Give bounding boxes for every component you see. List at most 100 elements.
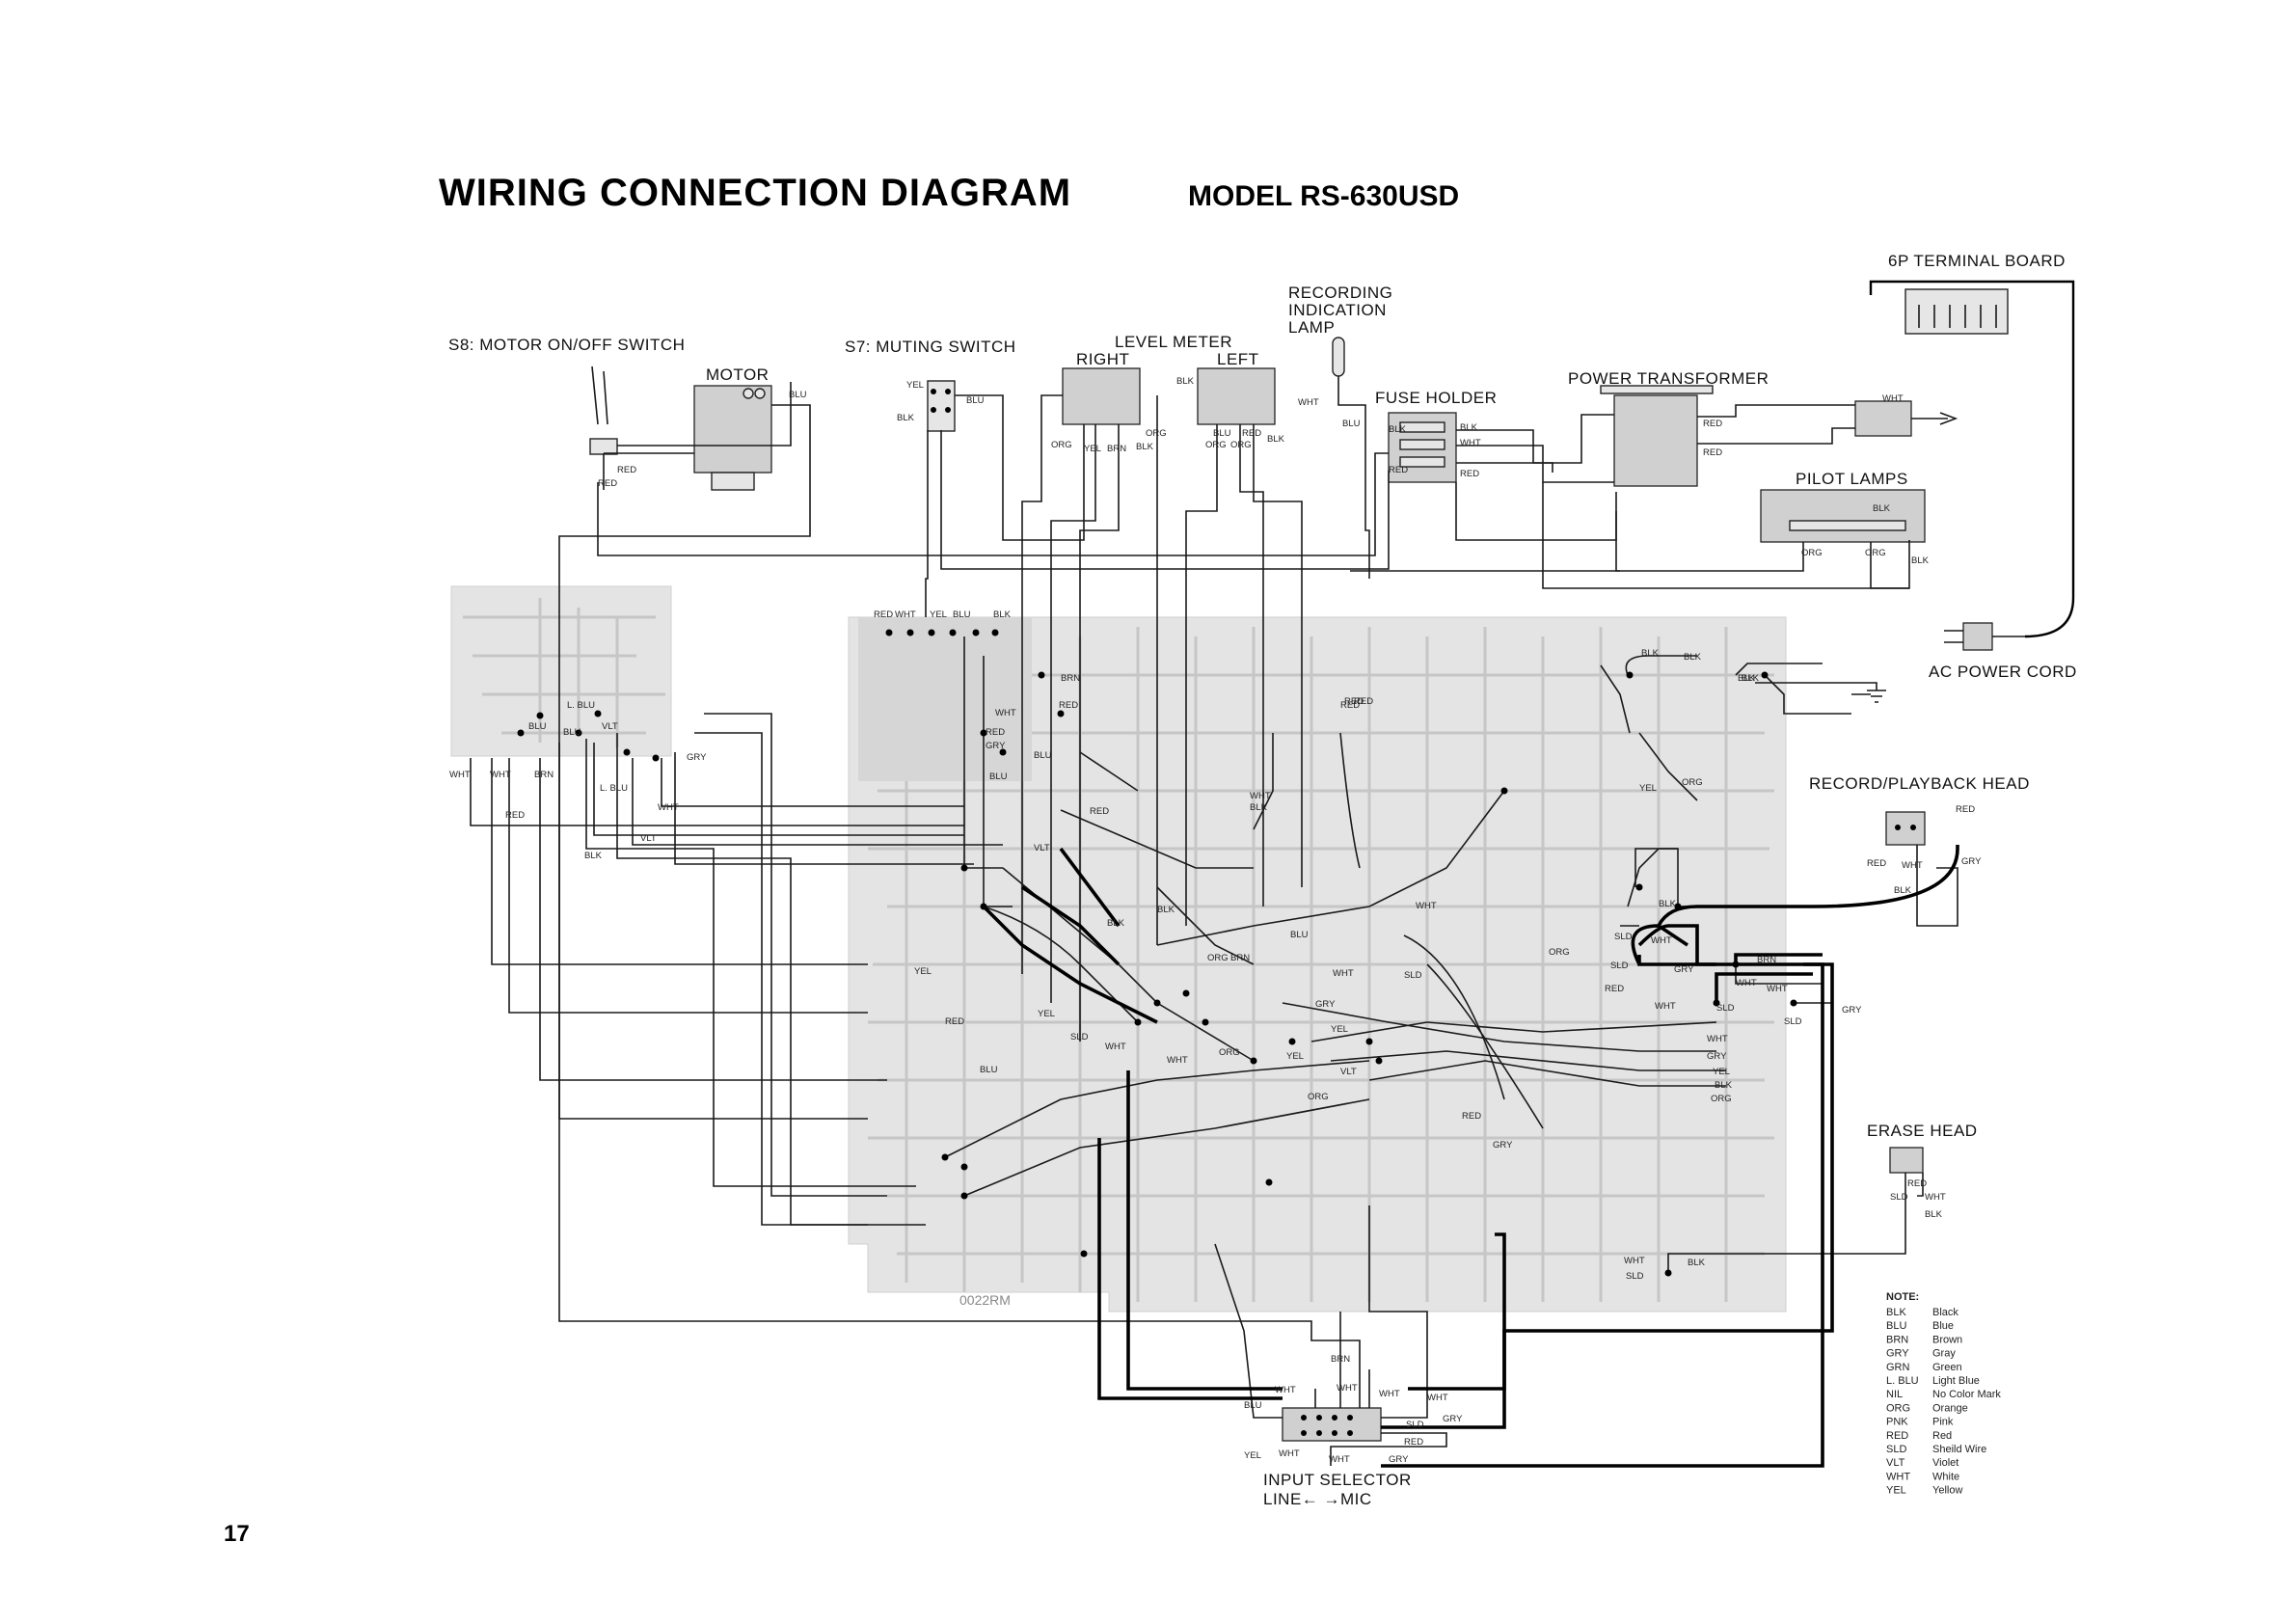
svg-text:BLU: BLU xyxy=(528,721,547,732)
svg-text:ERASE HEAD: ERASE HEAD xyxy=(1867,1122,1978,1140)
svg-text:BLK: BLK xyxy=(584,851,603,861)
svg-text:WHT: WHT xyxy=(490,770,511,780)
svg-text:BLK: BLK xyxy=(1659,899,1677,909)
svg-text:RED: RED xyxy=(1867,858,1886,869)
note-code: NIL xyxy=(1886,1389,1903,1400)
svg-text:ORG: ORG xyxy=(1146,428,1167,439)
svg-text:VLT: VLT xyxy=(602,721,618,732)
note-code: PNK xyxy=(1886,1417,1908,1428)
svg-text:BRN: BRN xyxy=(1331,1354,1350,1365)
svg-text:BLK: BLK xyxy=(1267,434,1285,445)
svg-text:YEL: YEL xyxy=(1639,783,1657,794)
note-code: GRN xyxy=(1886,1362,1910,1373)
pcb-mark: 0022RM xyxy=(959,1292,1011,1308)
svg-text:WHT: WHT xyxy=(1925,1192,1946,1203)
svg-text:BRN: BRN xyxy=(1107,444,1126,454)
svg-text:BLU: BLU xyxy=(1244,1400,1262,1411)
pcb-main: 0022RM xyxy=(848,616,1787,1313)
svg-text:RECORDING: RECORDING xyxy=(1288,284,1392,302)
svg-text:AC POWER CORD: AC POWER CORD xyxy=(1929,663,2077,681)
svg-text:RED: RED xyxy=(1404,1437,1423,1448)
svg-text:BRN: BRN xyxy=(1757,955,1776,965)
thin-wires xyxy=(470,376,1958,1466)
note-meaning: Red xyxy=(1932,1430,1952,1442)
svg-text:SLD: SLD xyxy=(1716,1003,1735,1014)
svg-text:BLK: BLK xyxy=(1157,905,1175,915)
page-number: 17 xyxy=(224,1521,250,1547)
svg-text:BRN: BRN xyxy=(534,770,554,780)
svg-text:BLU: BLU xyxy=(980,1065,998,1075)
svg-text:BLK: BLK xyxy=(1107,918,1125,929)
note-meaning: Black xyxy=(1932,1307,1958,1318)
note-code: YEL xyxy=(1886,1485,1906,1497)
svg-text:RECORD/PLAYBACK HEAD: RECORD/PLAYBACK HEAD xyxy=(1809,774,2030,793)
svg-text:RED: RED xyxy=(986,727,1005,738)
erase-head: ERASE HEAD xyxy=(1867,1122,1978,1174)
svg-text:BLU: BLU xyxy=(1290,930,1309,940)
svg-text:NOTE:: NOTE: xyxy=(1886,1291,1919,1303)
note-meaning: No Color Mark xyxy=(1932,1389,2001,1400)
svg-text:SLD: SLD xyxy=(1404,970,1422,981)
svg-text:GRY: GRY xyxy=(1389,1454,1409,1465)
svg-text:RED: RED xyxy=(1059,700,1078,711)
svg-text:WHT: WHT xyxy=(1902,860,1923,871)
svg-text:S8: MOTOR ON/OFF SWITCH: S8: MOTOR ON/OFF SWITCH xyxy=(448,336,685,354)
svg-text:BRN: BRN xyxy=(1230,953,1250,963)
svg-text:WHT: WHT xyxy=(1736,978,1757,988)
svg-text:VLT: VLT xyxy=(1340,1067,1357,1077)
svg-text:YEL: YEL xyxy=(1244,1450,1261,1461)
svg-text:ORG: ORG xyxy=(1219,1047,1240,1058)
svg-text:RED: RED xyxy=(598,478,617,489)
svg-text:BLU: BLU xyxy=(563,727,581,738)
level-meter: LEVEL METER RIGHT LEFT xyxy=(1062,333,1276,425)
svg-text:BLU: BLU xyxy=(1034,750,1052,761)
svg-text:RED: RED xyxy=(945,1016,964,1027)
svg-text:SLD: SLD xyxy=(1070,1032,1089,1042)
svg-text:LAMP: LAMP xyxy=(1288,318,1335,337)
svg-text:BRN: BRN xyxy=(1061,673,1080,684)
diagram-title: WIRING CONNECTION DIAGRAM xyxy=(439,172,1071,214)
svg-text:BLU: BLU xyxy=(966,395,985,406)
svg-text:S7: MUTING SWITCH: S7: MUTING SWITCH xyxy=(845,338,1016,356)
motor: MOTOR xyxy=(693,365,772,491)
svg-text:SLD: SLD xyxy=(1626,1271,1644,1282)
svg-text:BLK: BLK xyxy=(993,609,1012,620)
note-meaning: Yellow xyxy=(1932,1485,1962,1497)
svg-text:SLD: SLD xyxy=(1610,961,1629,971)
svg-text:BLK: BLK xyxy=(1250,802,1268,813)
note-meaning: Sheild Wire xyxy=(1932,1444,1986,1455)
svg-text:WHT: WHT xyxy=(1337,1383,1358,1394)
svg-text:BLK: BLK xyxy=(1715,1080,1733,1091)
svg-text:GRY: GRY xyxy=(687,752,707,763)
note-code: SLD xyxy=(1886,1444,1906,1455)
svg-text:VLT: VLT xyxy=(1034,843,1050,853)
svg-text:WHT: WHT xyxy=(1460,438,1481,448)
svg-text:RED: RED xyxy=(1703,447,1722,458)
svg-text:WHT: WHT xyxy=(895,609,916,620)
ground-symbol xyxy=(1755,682,1886,703)
pilot-lamps: PILOT LAMPS xyxy=(1760,470,1926,543)
note-meaning: Violet xyxy=(1932,1457,1958,1469)
svg-text:SLD: SLD xyxy=(1784,1016,1802,1027)
note-code: L. BLU xyxy=(1886,1375,1919,1387)
svg-text:WHT: WHT xyxy=(1416,901,1437,911)
svg-text:YEL: YEL xyxy=(906,380,924,391)
svg-text:L. BLU: L. BLU xyxy=(567,700,595,711)
svg-text:GRY: GRY xyxy=(1961,856,1982,867)
note-code: RED xyxy=(1886,1430,1908,1442)
svg-text:6P TERMINAL BOARD: 6P TERMINAL BOARD xyxy=(1888,252,2066,270)
svg-text:ORG: ORG xyxy=(1230,440,1252,450)
svg-text:SLD: SLD xyxy=(1890,1192,1908,1203)
svg-text:WHT: WHT xyxy=(1105,1042,1126,1052)
svg-text:WHT: WHT xyxy=(1333,968,1354,979)
svg-text:ORG: ORG xyxy=(1308,1092,1329,1102)
svg-text:BLU: BLU xyxy=(1342,419,1361,429)
svg-text:WHT: WHT xyxy=(1427,1393,1448,1403)
svg-text:WHT: WHT xyxy=(1298,397,1319,408)
svg-text:RED: RED xyxy=(1907,1178,1927,1189)
svg-text:MOTOR: MOTOR xyxy=(706,365,769,384)
svg-text:GRY: GRY xyxy=(1315,999,1336,1010)
note-code: ORG xyxy=(1886,1402,1910,1414)
6p-terminal-board: 6P TERMINAL BOARD xyxy=(1854,252,2066,437)
